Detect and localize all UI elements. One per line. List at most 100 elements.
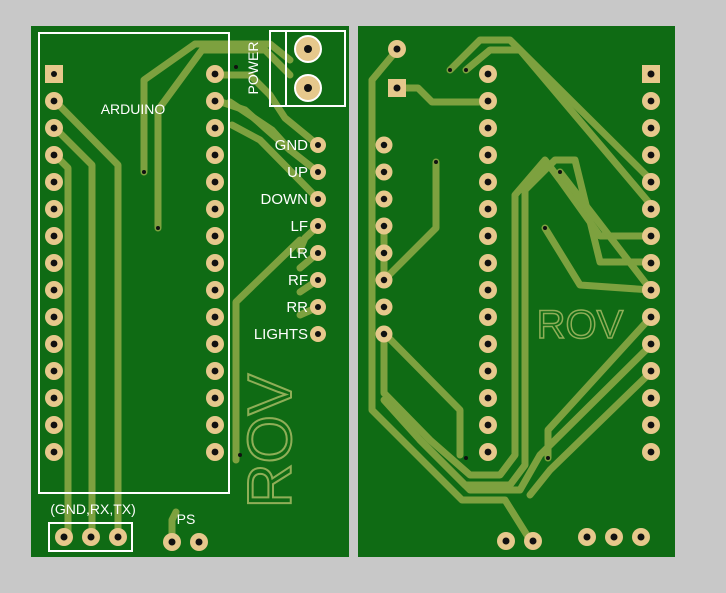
pin-hole xyxy=(60,533,68,541)
trace xyxy=(541,224,655,294)
pin-hole xyxy=(380,222,388,230)
connector-label-down: DOWN xyxy=(261,191,309,208)
via xyxy=(434,160,438,164)
pin-hole xyxy=(484,394,492,402)
connector-label-lr: LR xyxy=(289,245,308,262)
via xyxy=(234,65,238,69)
arduino-outline xyxy=(38,32,230,494)
via xyxy=(546,456,550,460)
rov-label-right: ROV xyxy=(537,303,624,347)
pin-hole xyxy=(211,232,219,240)
pin-hole xyxy=(50,97,58,105)
trace xyxy=(228,121,322,203)
pin-hole xyxy=(647,394,655,402)
arduino-label: ARDUINO xyxy=(101,101,166,117)
power-label: POWER xyxy=(245,42,261,95)
power-pad-1 xyxy=(294,35,322,63)
pin-hole xyxy=(50,124,58,132)
via xyxy=(156,226,160,230)
pin-hole xyxy=(211,97,219,105)
trace xyxy=(140,40,294,176)
pin-hole xyxy=(647,286,655,294)
pin-hole xyxy=(87,533,95,541)
pin-hole xyxy=(314,195,322,203)
trace xyxy=(393,84,492,106)
connector-label-rf: RF xyxy=(288,272,308,289)
pin-hole xyxy=(647,421,655,429)
pin-hole xyxy=(647,367,655,375)
pin-hole xyxy=(647,178,655,186)
pin-hole xyxy=(314,249,322,257)
pin-hole xyxy=(647,151,655,159)
pin-hole xyxy=(314,276,322,284)
pin-hole xyxy=(647,70,655,78)
connector-label-gnd: GND xyxy=(275,137,309,154)
via xyxy=(238,453,242,457)
serial-connector-outline xyxy=(48,522,133,552)
pin-hole xyxy=(484,367,492,375)
arduino-left-round-pins xyxy=(45,92,63,461)
pin-hole xyxy=(50,259,58,267)
pin-hole xyxy=(647,97,655,105)
pin-hole xyxy=(380,303,388,311)
pin-hole xyxy=(314,330,322,338)
pin-hole xyxy=(484,70,492,78)
trace xyxy=(154,46,294,232)
pin-hole xyxy=(211,151,219,159)
pin-hole xyxy=(211,70,219,78)
pin-hole xyxy=(380,141,388,149)
pin-hole xyxy=(647,448,655,456)
serial-pins xyxy=(55,528,127,546)
pin-hole xyxy=(647,232,655,240)
pin-hole xyxy=(211,313,219,321)
pin-hole xyxy=(211,367,219,375)
pin-hole xyxy=(484,124,492,132)
pin-hole xyxy=(211,205,219,213)
right-aux-pins xyxy=(388,40,406,97)
trace xyxy=(380,156,655,479)
right-middle-pin-column xyxy=(479,65,497,461)
pin-hole xyxy=(647,340,655,348)
trace xyxy=(368,46,534,544)
trace xyxy=(50,123,96,542)
pin-hole xyxy=(314,141,322,149)
pin-hole xyxy=(50,448,58,456)
right-board-traces xyxy=(368,36,655,544)
ps-pins xyxy=(163,533,208,551)
pin-hole xyxy=(211,124,219,132)
pin-hole xyxy=(484,178,492,186)
connector-label-rr: RR xyxy=(286,299,308,316)
right-board: ROV xyxy=(358,26,675,557)
pin-hole xyxy=(647,259,655,267)
pin-hole xyxy=(484,151,492,159)
pin-hole xyxy=(50,151,58,159)
pin-hole xyxy=(168,538,176,546)
pin-hole xyxy=(484,448,492,456)
via xyxy=(543,226,547,230)
pin-hole xyxy=(583,533,591,541)
pin-hole xyxy=(50,286,58,294)
connector-label-lights: LIGHTS xyxy=(254,326,308,343)
pin-hole xyxy=(50,178,58,186)
trace xyxy=(416,341,655,494)
trace xyxy=(446,36,655,184)
pin-hole xyxy=(647,124,655,132)
pin-hole xyxy=(114,533,122,541)
left-board-substrate xyxy=(31,26,349,557)
connector-label-up: UP xyxy=(287,164,308,181)
pin-hole xyxy=(393,45,401,53)
pin-hole xyxy=(304,84,312,92)
pin-hole xyxy=(484,232,492,240)
arduino-left-pins xyxy=(45,65,63,83)
trace xyxy=(526,368,655,499)
pin-hole xyxy=(304,45,312,53)
pin-hole xyxy=(50,394,58,402)
pin-hole xyxy=(314,222,322,230)
pin-hole xyxy=(50,205,58,213)
pin-hole xyxy=(484,421,492,429)
pin-hole xyxy=(50,232,58,240)
rov-label-left: ROV xyxy=(236,373,305,508)
